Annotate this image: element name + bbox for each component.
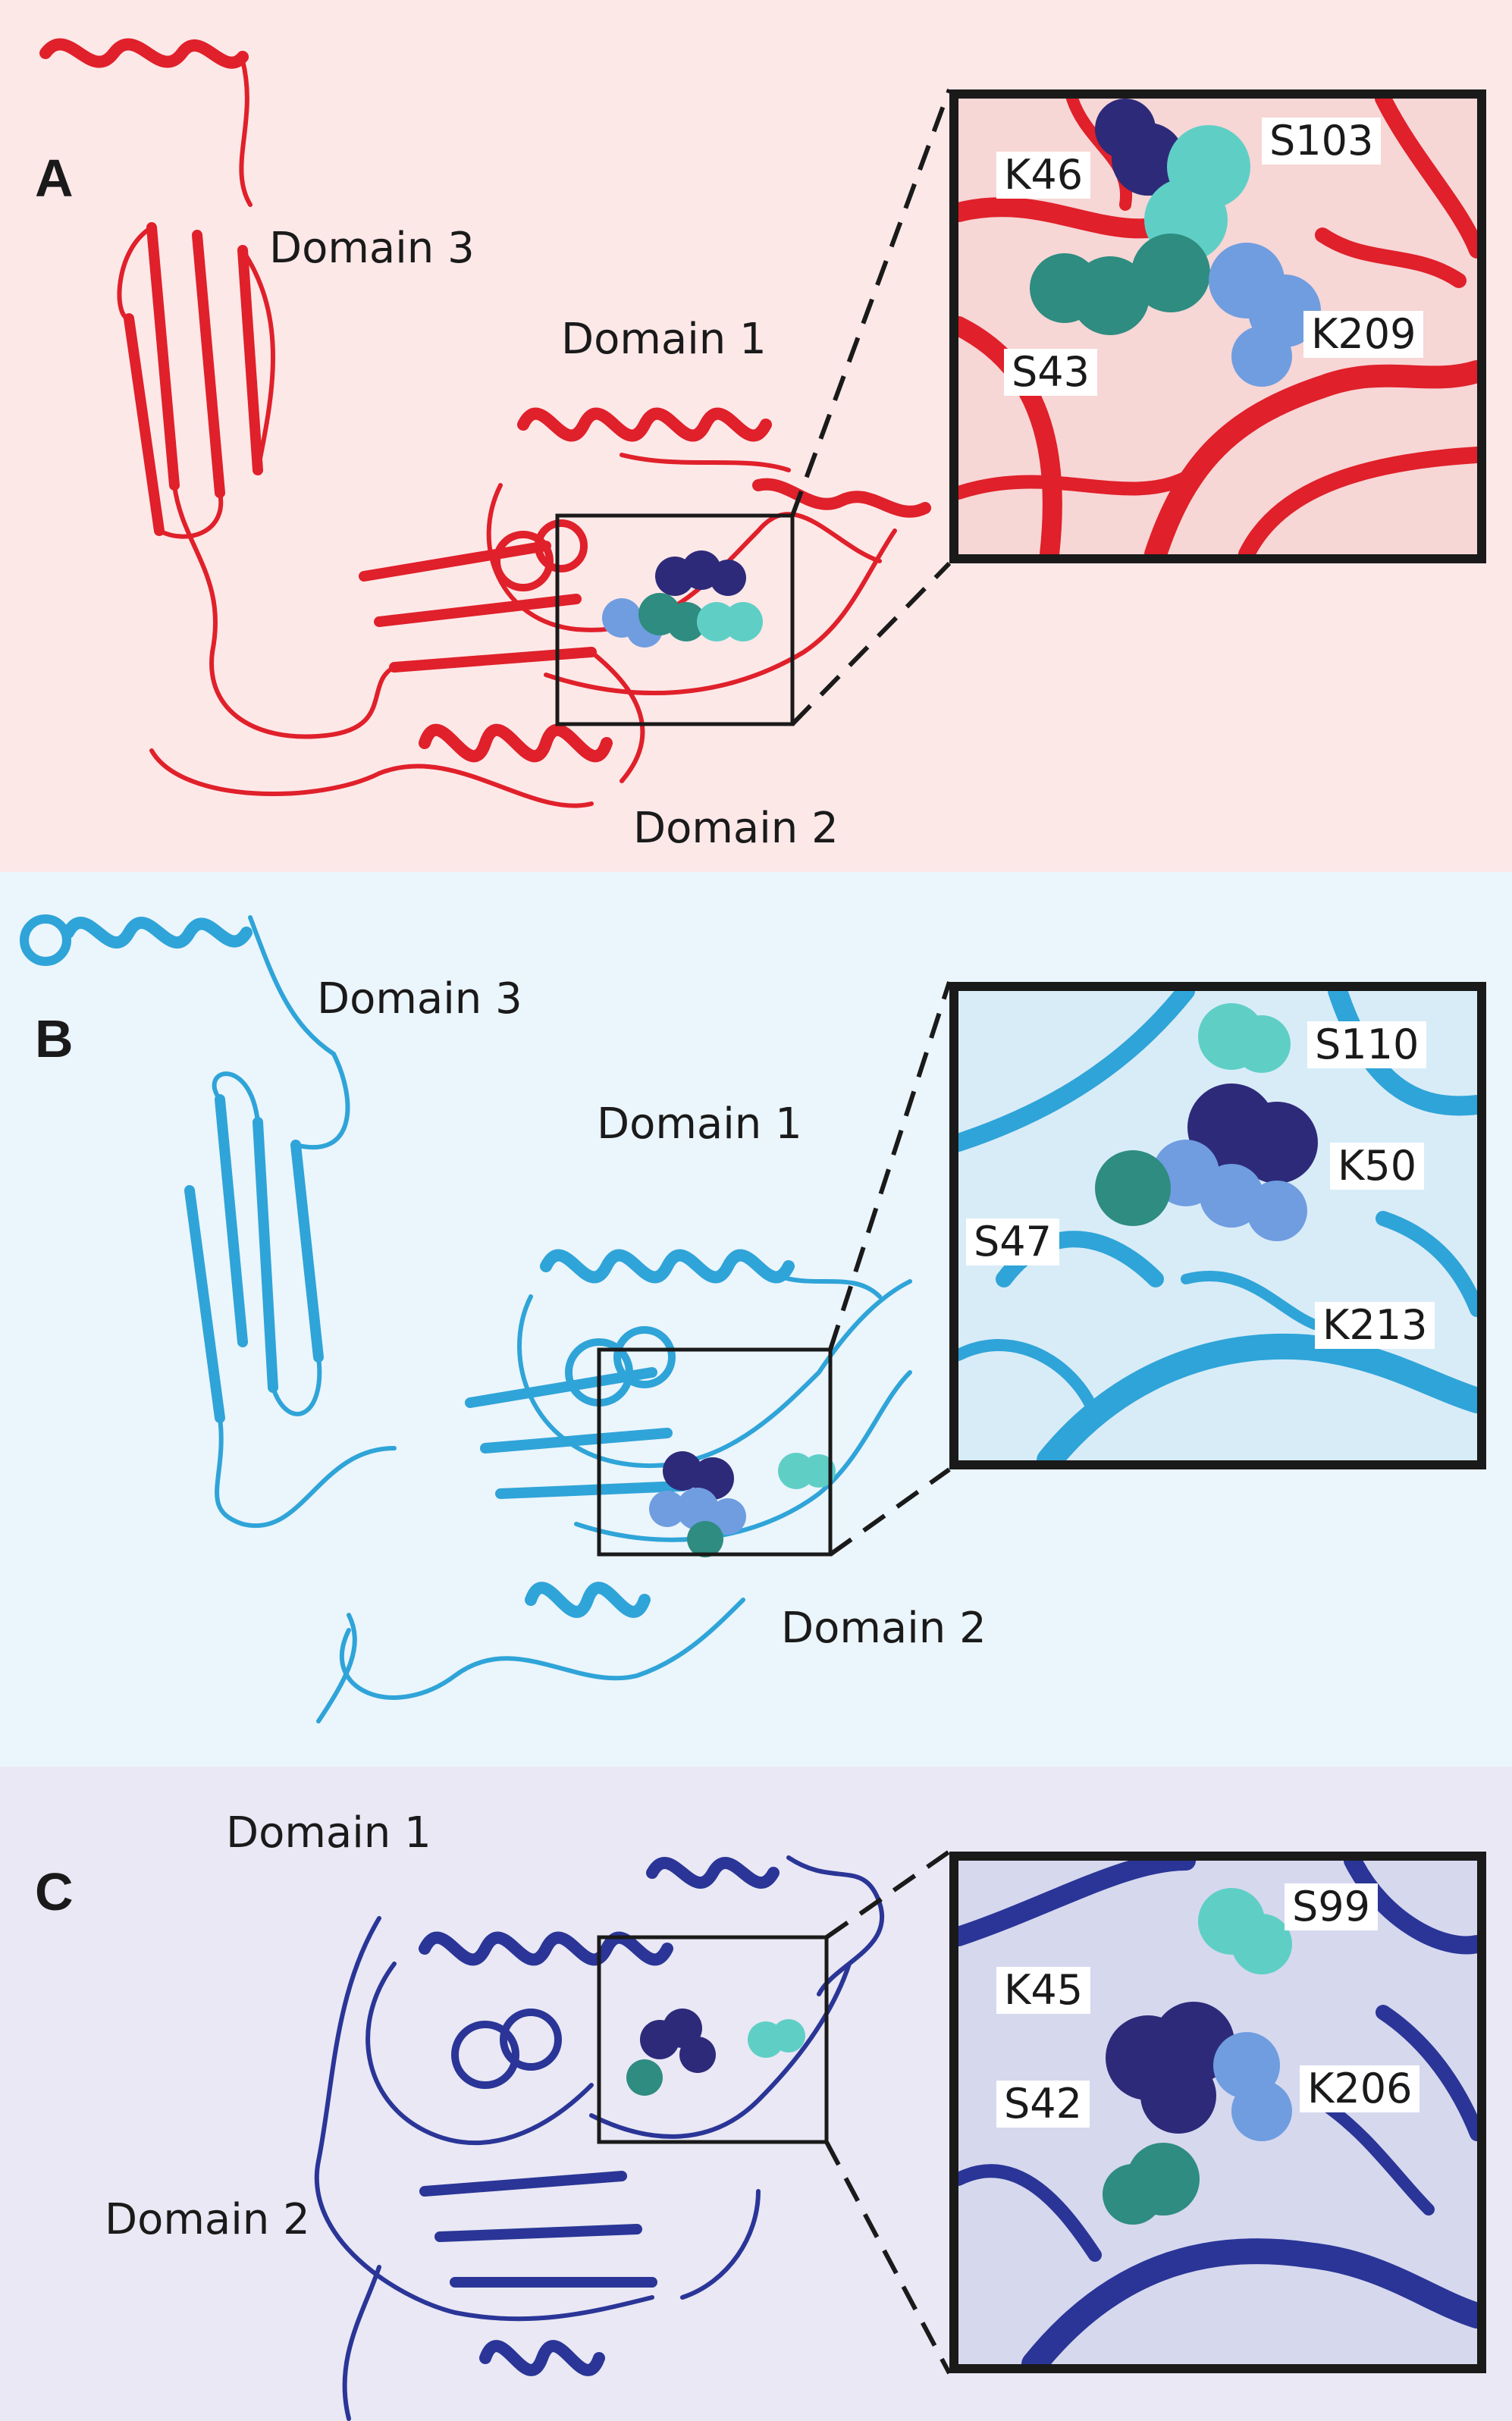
panel-a-residue-label-1: K46 xyxy=(996,152,1091,199)
panel-b-domain3-label: Domain 3 xyxy=(317,974,522,1024)
panel-a-domain1-label: Domain 1 xyxy=(561,315,767,364)
panel-b-zoom-inset: S110 K50 S47 K213 xyxy=(949,982,1486,1469)
panel-a-domain3-sheet xyxy=(124,222,263,536)
panel-c-inset-atoms xyxy=(1103,1888,1292,2225)
panel-b-zoom-line-top xyxy=(828,981,952,1350)
panel-c-domain2-sheet xyxy=(419,2171,657,2288)
panel-a-helix-n-term xyxy=(39,38,249,69)
panel-b-zoom-line-bottom xyxy=(829,1467,951,1557)
panel-c-letter: C xyxy=(35,1862,74,1921)
panel-c-zoom-line-bottom xyxy=(824,2140,952,2375)
panel-b-domain3-sheet xyxy=(184,1094,324,1423)
panel-a-letter: A xyxy=(35,149,74,208)
panel-c-inset-structure xyxy=(958,1861,1477,2364)
panel-b-inset-structure xyxy=(958,991,1477,1460)
panel-b-residue-label-4: K213 xyxy=(1315,1302,1435,1349)
panel-a-inset-atoms xyxy=(1030,99,1321,387)
panel-b-structure xyxy=(20,914,952,1723)
panel-c-residue-label-1: S99 xyxy=(1285,1883,1378,1930)
panel-b-active-site-atoms xyxy=(649,1451,836,1557)
panel-b-residue-label-3: S47 xyxy=(966,1218,1059,1265)
panel-a-structure xyxy=(39,38,952,808)
panel-c-zoom-inset: S99 K45 S42 K206 xyxy=(949,1852,1486,2373)
panel-a-domain3-label: Domain 3 xyxy=(269,224,475,273)
panel-a-zoom-line-bottom xyxy=(790,561,952,726)
panel-a-inset-structure xyxy=(958,99,1477,554)
panel-c-structure xyxy=(314,1849,952,2421)
panel-a-residue-label-4: K209 xyxy=(1303,311,1424,358)
panel-c-domain1-helices xyxy=(419,1931,673,1966)
panel-b-helix-n-term xyxy=(62,917,253,949)
panel-a-zoom-inset: K46 S103 S43 K209 xyxy=(949,89,1486,563)
panel-b: B Domain 3 Domain 1 Domain 2 xyxy=(0,872,1512,1767)
panel-b-domain1-label: Domain 1 xyxy=(597,1099,802,1149)
panel-c-zoom-line-top xyxy=(825,1849,951,1940)
panel-b-residue-label-2: K50 xyxy=(1330,1143,1425,1190)
panel-b-domain2-label: Domain 2 xyxy=(781,1604,987,1653)
panel-a-domain2-label: Domain 2 xyxy=(633,804,839,853)
panel-a: A Domain 3 Domain 1 Domain 2 xyxy=(0,0,1512,872)
panel-c-residue-label-3: S42 xyxy=(996,2081,1090,2128)
panel-a-active-site-atoms xyxy=(602,550,763,648)
panel-b-inset-atoms xyxy=(1095,1003,1318,1241)
panel-a-residue-label-2: S103 xyxy=(1262,118,1382,165)
panel-a-domain1-helices xyxy=(517,407,772,442)
panel-b-residue-label-1: S110 xyxy=(1307,1021,1427,1068)
panel-c-active-site-atoms xyxy=(626,2009,805,2096)
panel-c-residue-label-4: K206 xyxy=(1300,2065,1420,2112)
panel-b-domain1-helices xyxy=(540,1249,795,1284)
panel-a-residue-label-3: S43 xyxy=(1004,349,1097,396)
panel-c-residue-label-2: K45 xyxy=(996,1967,1091,2014)
panel-b-selection-box xyxy=(597,1347,833,1557)
panel-c: C Domain 1 Domain 2 xyxy=(0,1767,1512,2421)
panel-c-selection-box xyxy=(597,1935,829,2144)
panel-b-letter: B xyxy=(35,1009,74,1068)
panel-a-zoom-line-top xyxy=(790,88,952,517)
panel-c-domain2-label: Domain 2 xyxy=(105,2195,310,2244)
panel-c-domain1-label: Domain 1 xyxy=(226,1808,431,1858)
panel-a-selection-box xyxy=(555,513,795,726)
